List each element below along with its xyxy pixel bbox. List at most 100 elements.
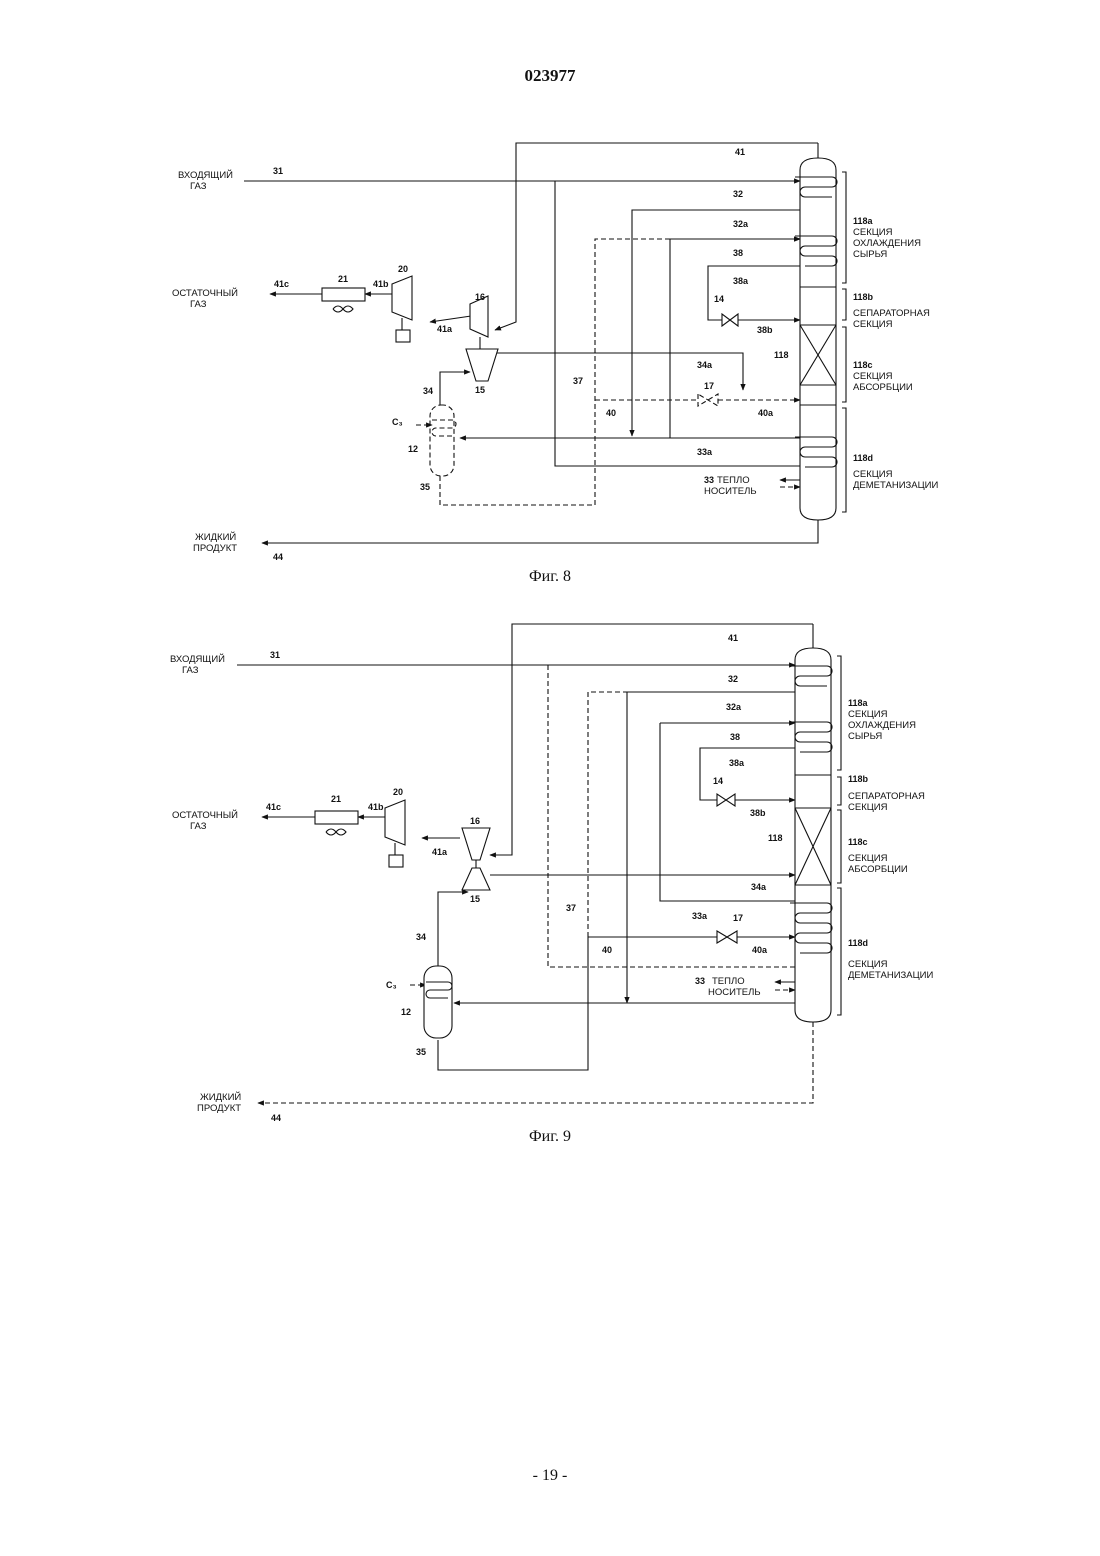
- section-118b-id: 118b: [853, 292, 874, 302]
- separator-12: [424, 966, 452, 1038]
- stream-31-label: 31: [273, 166, 283, 176]
- figure-9-caption: Фиг. 9: [0, 1128, 1100, 1146]
- heat-medium-label: ТЕПЛО: [717, 475, 750, 486]
- liquid-product-label: ЖИДКИЙ: [195, 531, 236, 543]
- section-118b-id: 118b: [848, 774, 869, 784]
- stream-41-label: 41: [735, 147, 745, 157]
- equipment-15-label: 15: [470, 894, 480, 904]
- section-brackets: [837, 656, 841, 1015]
- c3-label: C₃: [386, 980, 397, 990]
- equipment-20-label: 20: [393, 787, 403, 797]
- figure-8-caption: Фиг. 8: [0, 568, 1100, 586]
- motor-drive-20: [389, 855, 403, 867]
- liquid-product-label: ЖИДКИЙ: [200, 1091, 241, 1103]
- equipment-14-label: 14: [714, 294, 724, 304]
- document-number: 023977: [0, 66, 1100, 86]
- stream-38-branch: [660, 723, 795, 901]
- section-118d-label: СЕКЦИЯ: [853, 469, 893, 480]
- inlet-gas-label: ВХОДЯЩИЙ: [170, 653, 225, 665]
- stream-41a-label: 41a: [437, 324, 453, 334]
- stream-41-label: 41: [728, 633, 738, 643]
- residue-gas-label: ОСТАТОЧНЫЙ: [172, 287, 238, 299]
- section-118a-id: 118a: [848, 698, 869, 708]
- stream-35: [440, 476, 595, 505]
- stream-38a: [708, 266, 800, 320]
- stream-33a-label: 33a: [697, 447, 713, 457]
- stream-38-label: 38: [733, 248, 743, 258]
- section-118a-label-line2: ОХЛАЖДЕНИЯ: [853, 238, 921, 249]
- stream-34: [438, 892, 468, 968]
- heat-medium-label-line2: НОСИТЕЛЬ: [704, 486, 757, 497]
- stream-41b-label: 41b: [373, 279, 389, 289]
- section-118d-label: СЕКЦИЯ: [848, 959, 888, 970]
- equipment-16-label: 16: [475, 292, 485, 302]
- residue-gas-label-line2: ГАЗ: [190, 821, 207, 832]
- equipment-14-label: 14: [713, 776, 723, 786]
- stream-41c-label: 41c: [266, 802, 281, 812]
- section-118b-label: СЕПАРАТОРНАЯ: [853, 308, 930, 319]
- demethanizer-tower: [790, 624, 832, 1022]
- stream-32: [555, 181, 800, 466]
- expander-16: [462, 828, 490, 860]
- stream-32a: [632, 210, 800, 436]
- stream-35-label: 35: [416, 1047, 426, 1057]
- fan-icon: [326, 829, 346, 835]
- valve-17: [717, 931, 737, 943]
- stream-34a-label: 34a: [697, 360, 713, 370]
- equipment-12-label: 12: [401, 1007, 411, 1017]
- stream-34a-label: 34a: [751, 882, 767, 892]
- residue-gas-label-line2: ГАЗ: [190, 299, 207, 310]
- section-118d-label-line2: ДЕМЕТАНИЗАЦИИ: [848, 970, 933, 981]
- section-118d-label-line2: ДЕМЕТАНИЗАЦИИ: [853, 480, 938, 491]
- cooler-21: [322, 288, 365, 301]
- section-118c-label: СЕКЦИЯ: [853, 371, 893, 382]
- stream-33-label: 33: [704, 475, 714, 485]
- compressor-15: [462, 868, 490, 890]
- inlet-gas-label: ВХОДЯЩИЙ: [178, 169, 233, 181]
- motor-drive-20: [396, 330, 410, 342]
- stream-44-liquid: [262, 520, 818, 543]
- stream-32a-label: 32a: [726, 702, 742, 712]
- tower-number: 118: [774, 350, 789, 360]
- stream-41-overhead: [495, 143, 818, 330]
- process-flow-diagram-fig-8: ВХОДЯЩИЙ ГАЗ ОСТАТОЧНЫЙ ГАЗ ЖИДКИЙ ПРОДУ…: [0, 125, 1100, 595]
- stream-37-label: 37: [566, 903, 576, 913]
- equipment-17-label: 17: [704, 381, 714, 391]
- section-118c-id: 118c: [848, 837, 868, 847]
- section-118c-label-line2: АБСОРБЦИИ: [848, 864, 908, 875]
- equipment-12-label: 12: [408, 444, 418, 454]
- section-118a-id: 118a: [853, 216, 874, 226]
- stream-41-overhead: [490, 624, 813, 855]
- section-118a-label: СЕКЦИЯ: [848, 709, 888, 720]
- section-brackets: [842, 172, 846, 512]
- expander-16: [470, 296, 488, 337]
- equipment-21-label: 21: [331, 794, 341, 804]
- section-118d-id: 118d: [848, 938, 868, 948]
- stream-32-label: 32: [733, 189, 743, 199]
- fan-icon: [333, 306, 353, 312]
- equipment-15-label: 15: [475, 385, 485, 395]
- stream-34: [440, 372, 470, 405]
- stream-40-label: 40: [602, 945, 612, 955]
- section-118b-label-line2: СЕКЦИЯ: [853, 319, 893, 330]
- stream-33a-label: 33a: [692, 911, 708, 921]
- valve-14: [722, 314, 738, 326]
- stream-41c-label: 41c: [274, 279, 289, 289]
- section-118a-label-line3: СЫРЬЯ: [848, 731, 882, 742]
- stream-35-label: 35: [420, 482, 430, 492]
- section-118a-label: СЕКЦИЯ: [853, 227, 893, 238]
- stream-40-label: 40: [606, 408, 616, 418]
- stream-32-label: 32: [728, 674, 738, 684]
- demethanizer-tower: [795, 143, 837, 520]
- compressor-20: [392, 276, 412, 320]
- stream-44-label: 44: [271, 1113, 281, 1123]
- stream-37: [595, 239, 800, 505]
- section-118a-label-line3: СЫРЬЯ: [853, 249, 887, 260]
- stream-38b-label: 38b: [750, 808, 766, 818]
- stream-33-label: 33: [695, 976, 705, 986]
- stream-38a-label: 38a: [733, 276, 749, 286]
- tower-number: 118: [768, 833, 783, 843]
- process-flow-diagram-fig-9: ВХОДЯЩИЙ ГАЗ ОСТАТОЧНЫЙ ГАЗ ЖИДКИЙ ПРОДУ…: [0, 610, 1100, 1150]
- page-number: - 19 -: [0, 1467, 1100, 1485]
- stream-40a-label: 40a: [758, 408, 774, 418]
